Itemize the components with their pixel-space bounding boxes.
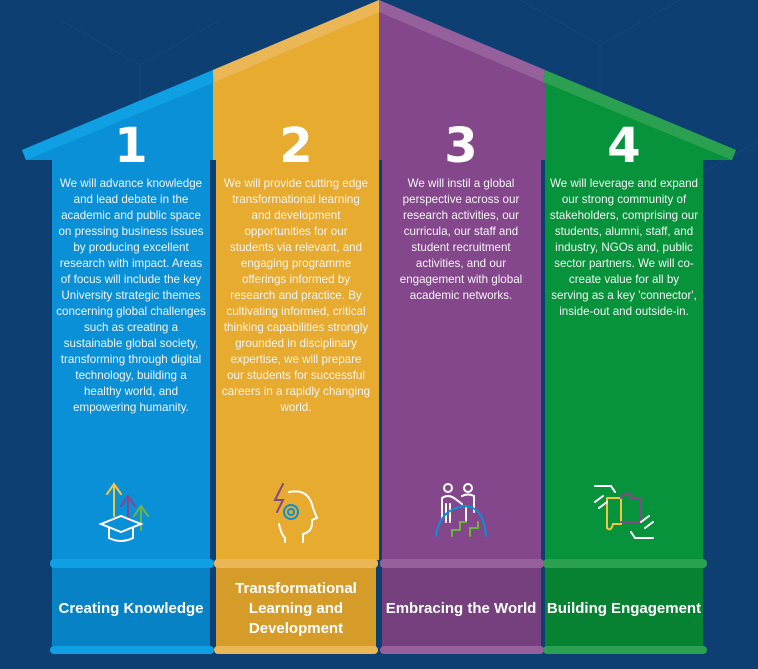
pillar-1-number: 1 (114, 118, 148, 174)
head-gear-lightning-icon (216, 478, 376, 548)
pillar-2-roof (213, 0, 379, 82)
hands-puzzle-icon (544, 478, 704, 548)
pillar-3-description: We will instil a global perspective acro… (399, 177, 523, 302)
pillar-2-title: Transformational Learning and Developmen… (235, 579, 357, 637)
pillar-4-number: 4 (607, 118, 641, 174)
pillar-1-description: We will advance knowledge and lead debat… (56, 177, 206, 414)
pillar-1-shape (22, 70, 213, 560)
pillar-4-roof (543, 70, 736, 160)
pillar-2-shape (213, 0, 379, 560)
pillar-3-number: 3 (444, 118, 478, 174)
graduation-cap-arrows-icon (51, 478, 211, 548)
pillar-3-roof (379, 0, 545, 82)
pillar-4-title: Building Engagement (546, 599, 702, 617)
pillar-2-number: 2 (279, 118, 313, 174)
pillar-1-roof (22, 70, 215, 160)
pillar-2-description: We will provide cutting edge transformat… (221, 177, 371, 414)
pillar-3-title: Embracing the World (385, 599, 537, 617)
pillar-4-description: We will leverage and expand our strong c… (549, 177, 699, 318)
pillar-4-shape (545, 70, 736, 560)
pillar-3-shape (379, 0, 545, 560)
people-globe-icon (381, 478, 541, 548)
pillar-1-title: Creating Knowledge (58, 599, 204, 617)
